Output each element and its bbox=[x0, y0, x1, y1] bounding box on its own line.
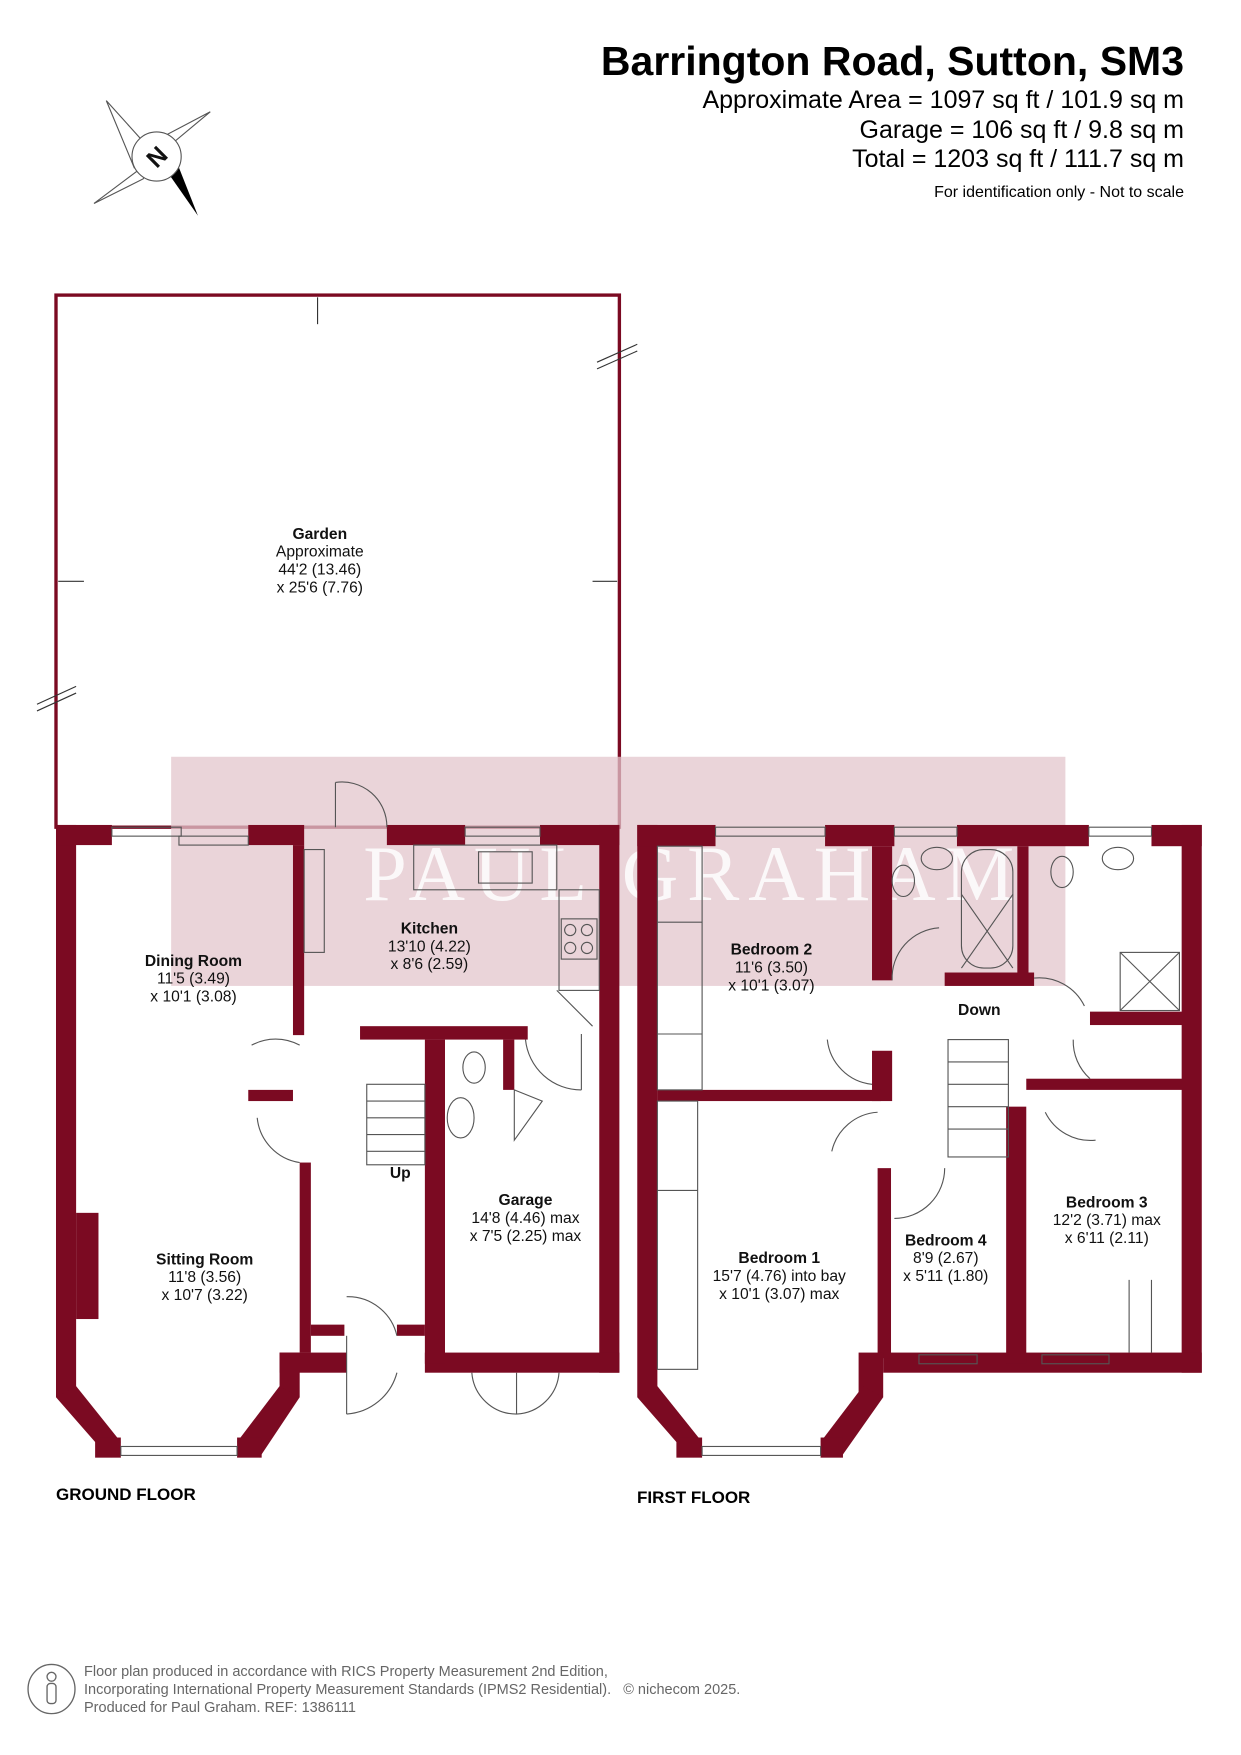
bedroom-2-dimension: 11'6 (3.50) bbox=[735, 960, 808, 977]
bedroom-1-dimension: 15'7 (4.76) into bay bbox=[713, 1268, 846, 1285]
property-title: Barrington Road, Sutton, SM3 bbox=[600, 38, 1184, 84]
bedroom-3-name: Bedroom 3 bbox=[1066, 1194, 1148, 1211]
dining-dimension: 11'5 (3.49) bbox=[157, 971, 230, 988]
compass-north-icon: N bbox=[93, 100, 211, 216]
garage-area: Garage = 106 sq ft / 9.8 sq m bbox=[859, 116, 1185, 144]
bedroom-4-dimension: x 5'11 (1.80) bbox=[903, 1268, 988, 1285]
copyright: © nichecom 2025. bbox=[623, 1682, 741, 1698]
bedroom-1-dimension: x 10'1 (3.07) max bbox=[719, 1286, 839, 1303]
dining-room-name: Dining Room bbox=[145, 953, 242, 970]
garage-dimension: x 7'5 (2.25) max bbox=[470, 1228, 582, 1245]
bedroom-4-dimension: 8'9 (2.67) bbox=[913, 1250, 979, 1267]
garden-dimension: 44'2 (13.46) bbox=[278, 562, 361, 579]
footer-line: Produced for Paul Graham. REF: 1386111 bbox=[84, 1700, 356, 1716]
ground-floor-label: GROUND FLOOR bbox=[56, 1485, 196, 1504]
scale-note: For identification only - Not to scale bbox=[934, 184, 1184, 201]
bedroom-3-dimension: x 6'11 (2.11) bbox=[1065, 1230, 1149, 1247]
dining-dimension: x 10'1 (3.08) bbox=[150, 989, 236, 1006]
garden-dimension: x 25'6 (7.76) bbox=[277, 579, 363, 596]
stairs-up-label: Up bbox=[390, 1165, 411, 1182]
garden-dimension-arrows bbox=[36, 297, 638, 712]
kitchen-room-name: Kitchen bbox=[401, 920, 458, 937]
approximate-area: Approximate Area = 1097 sq ft / 101.9 sq… bbox=[702, 86, 1184, 114]
bedroom-1-name: Bedroom 1 bbox=[738, 1250, 820, 1267]
footer-line: Floor plan produced in accordance with R… bbox=[84, 1664, 608, 1680]
bedroom-3-dimension: 12'2 (3.71) max bbox=[1053, 1212, 1161, 1229]
person-icon bbox=[27, 1663, 76, 1715]
ground-floor-fixtures bbox=[111, 781, 600, 1456]
footer: Floor plan produced in accordance with R… bbox=[84, 1663, 740, 1717]
sitting-dimension: 11'8 (3.56) bbox=[168, 1269, 241, 1286]
bedroom-2-name: Bedroom 2 bbox=[731, 942, 813, 959]
sitting-dimension: x 10'7 (3.22) bbox=[161, 1287, 247, 1304]
first-floor-label: FIRST FLOOR bbox=[637, 1488, 751, 1507]
kitchen-dimension: x 8'6 (2.59) bbox=[391, 956, 469, 973]
bedroom-4-name: Bedroom 4 bbox=[905, 1232, 987, 1249]
total-area: Total = 1203 sq ft / 111.7 sq m bbox=[852, 145, 1184, 173]
first-floor-walls bbox=[637, 824, 1202, 1458]
bedroom-2-dimension: x 10'1 (3.07) bbox=[728, 977, 814, 994]
garage-room-name: Garage bbox=[499, 1192, 553, 1209]
garden-note: Approximate bbox=[276, 544, 364, 561]
garden-room-name: Garden bbox=[292, 526, 347, 543]
stairs-down-label: Down bbox=[958, 1002, 1001, 1019]
ground-floor-walls bbox=[55, 824, 620, 1458]
sitting-room-name: Sitting Room bbox=[156, 1251, 253, 1268]
first-floor-fixtures bbox=[656, 826, 1180, 1456]
garage-dimension: 14'8 (4.46) max bbox=[471, 1210, 579, 1227]
kitchen-dimension: 13'10 (4.22) bbox=[388, 938, 471, 955]
footer-line: Incorporating International Property Mea… bbox=[84, 1681, 740, 1699]
footer-line-text: Incorporating International Property Mea… bbox=[84, 1682, 612, 1698]
